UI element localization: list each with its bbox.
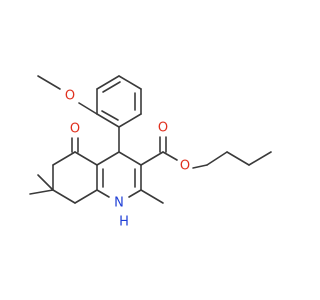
oxygen-label-methoxy: O: [65, 89, 75, 104]
bond: [128, 189, 142, 198]
bond: [37, 174, 54, 191]
bond: [74, 189, 98, 204]
bond: [52, 151, 76, 166]
bond: [96, 113, 120, 128]
bond: [118, 151, 142, 166]
bond: [118, 113, 142, 128]
oxygen-label-ester-carbonyl: O: [158, 121, 168, 136]
bond: [96, 75, 120, 90]
bond: [29, 189, 54, 195]
atom-labels: O O O O N H: [65, 89, 190, 230]
bond: [140, 151, 164, 166]
bond: [162, 151, 178, 161]
bond: [52, 189, 76, 204]
bond: [102, 81, 121, 93]
bond: [206, 151, 228, 166]
oxygen-label-ester-ether: O: [180, 159, 190, 174]
nitrogen-hydrogen-label: H: [119, 215, 129, 230]
bond: [37, 75, 61, 90]
bond: [118, 75, 142, 90]
bond: [248, 151, 272, 166]
bond: [74, 151, 98, 166]
nitrogen-label: N: [114, 196, 124, 211]
oxygen-label-ketone: O: [70, 122, 80, 137]
bond: [96, 151, 120, 166]
bond: [96, 189, 110, 198]
molecule-structure: O O O O N H: [29, 75, 272, 230]
bond: [101, 110, 119, 121]
bond: [140, 189, 164, 204]
bond: [78, 102, 98, 115]
bond: [192, 164, 208, 169]
bond: [226, 151, 250, 166]
bond-lines: [29, 75, 272, 204]
